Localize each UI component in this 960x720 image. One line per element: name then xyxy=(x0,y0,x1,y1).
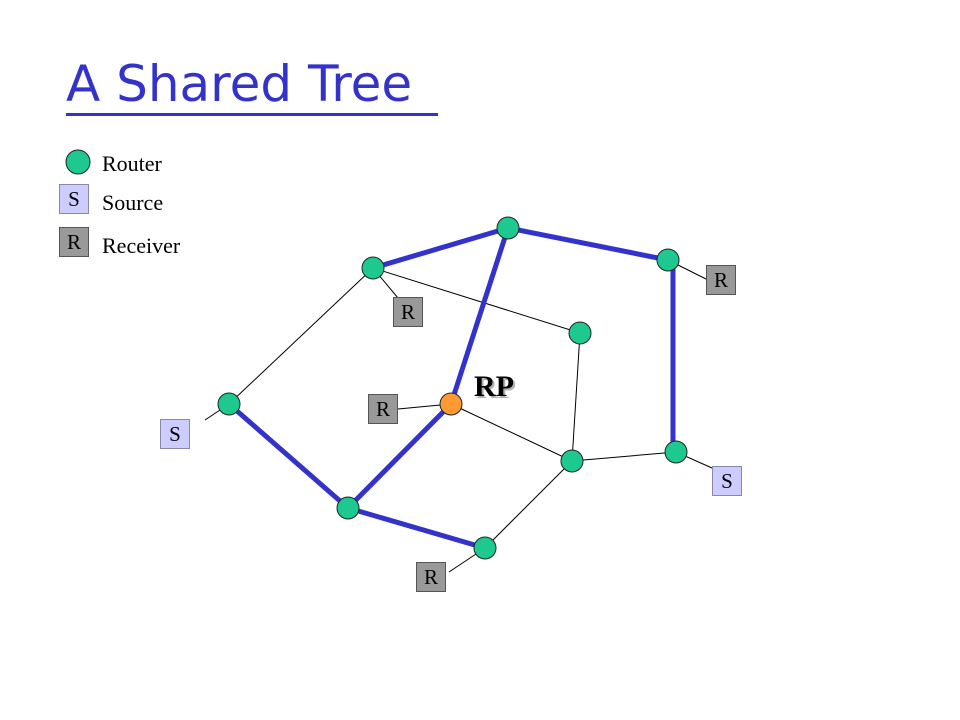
router-a xyxy=(361,256,385,280)
receiver-host: R xyxy=(706,265,736,295)
link-a-d xyxy=(372,267,581,334)
router-d xyxy=(568,321,592,345)
link-a-b xyxy=(228,267,374,405)
legend-source-label: Source xyxy=(102,190,164,215)
source-host: S xyxy=(160,419,190,449)
legend-receiver-label: Receiver xyxy=(102,233,181,258)
page-title: A Shared Tree xyxy=(66,55,413,113)
rendezvous-point-router xyxy=(439,392,463,416)
receiver-host: R xyxy=(368,394,398,424)
tree-link-f-g xyxy=(347,505,486,551)
router-i xyxy=(664,440,688,464)
router-g xyxy=(473,536,497,560)
legend-receiver-icon: R xyxy=(59,227,89,257)
receiver-host: R xyxy=(393,297,423,327)
link-h-g xyxy=(484,460,573,549)
receiver-host: R xyxy=(416,562,446,592)
plain-links xyxy=(204,259,713,573)
router-h xyxy=(560,449,584,473)
router-c xyxy=(496,216,520,240)
legend-source-icon: S xyxy=(59,184,89,214)
tree-link-b-f xyxy=(227,402,350,510)
router-e xyxy=(656,248,680,272)
routers xyxy=(217,216,688,560)
source-host: S xyxy=(712,466,742,496)
title-underline xyxy=(66,113,438,116)
tree-link-c-e xyxy=(507,225,669,263)
rp-label: RP xyxy=(474,370,514,403)
link-d-h xyxy=(571,332,581,462)
legend-router-icon xyxy=(65,149,91,175)
tree-link-c-rp xyxy=(448,227,511,405)
legend-router-label: Router xyxy=(102,151,162,176)
link-rp-h xyxy=(450,403,573,462)
link-h-i xyxy=(571,451,677,462)
router-b xyxy=(217,392,241,416)
router-f xyxy=(336,496,360,520)
shared-tree-links xyxy=(227,225,676,551)
tree-link-rp-f xyxy=(346,402,453,510)
tree-link-a-c xyxy=(372,225,509,271)
